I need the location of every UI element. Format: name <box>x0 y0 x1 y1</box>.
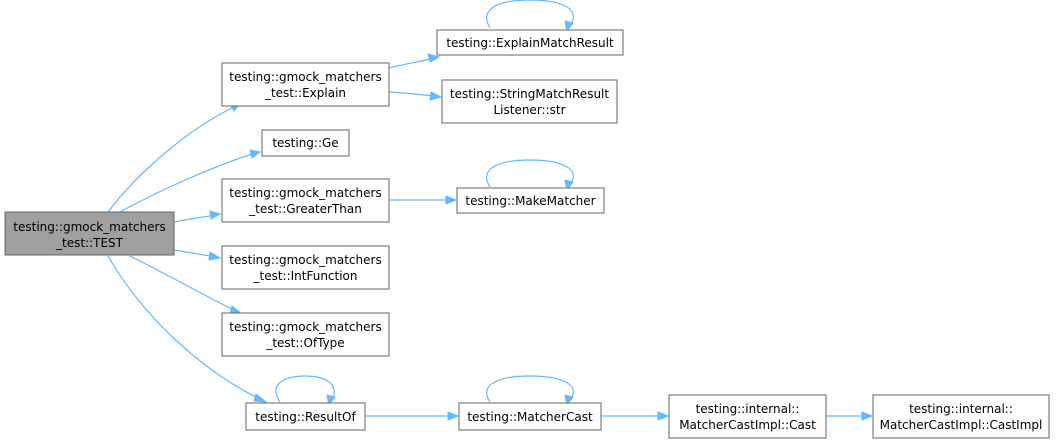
edge-test-oftype <box>129 255 235 311</box>
arrowhead <box>253 393 268 403</box>
node-matchercastimpl-cast[interactable]: testing::internal:: MatcherCastImpl::Cas… <box>668 394 827 439</box>
edge-test-resultof <box>107 255 259 399</box>
edge-test-greaterthan <box>173 215 211 223</box>
node-label: testing::internal:: <box>909 402 1013 416</box>
node-makematcher[interactable]: testing::MakeMatcher <box>456 187 605 214</box>
node-ge[interactable]: testing::Ge <box>261 129 350 157</box>
edge-test-explain <box>107 105 237 213</box>
self-loop-explainmatchresult <box>486 0 574 29</box>
edge-test-intfunction <box>173 249 211 257</box>
node-label: testing::gmock_matchers <box>229 70 381 84</box>
node-explainmatchresult[interactable]: testing::ExplainMatchResult <box>436 29 624 56</box>
self-loop-matchercast <box>486 375 574 403</box>
arrowhead <box>429 91 443 101</box>
node-oftype[interactable]: testing::gmock_matchers _test::OfType <box>221 312 390 357</box>
node-label: testing::internal:: <box>696 402 800 416</box>
node-label: testing::ResultOf <box>255 410 356 424</box>
arrowhead <box>861 411 874 421</box>
node-label: testing::MatcherCast <box>467 410 593 424</box>
arrowhead <box>564 20 574 33</box>
node-label: testing::gmock_matchers <box>13 220 165 234</box>
self-loop-makematcher <box>486 159 574 188</box>
node-matchercast[interactable]: testing::MatcherCast <box>458 402 602 431</box>
node-intfunction[interactable]: testing::gmock_matchers _test::IntFuncti… <box>221 245 390 290</box>
node-label: testing::Ge <box>272 136 338 150</box>
edge-explain-stringlistener <box>388 91 433 97</box>
node-label: testing::gmock_matchers <box>229 186 381 200</box>
node-greaterthan[interactable]: testing::gmock_matchers _test::GreaterTh… <box>221 178 390 223</box>
edge-test-ge <box>119 153 253 213</box>
node-matchercastimpl-castimpl[interactable]: testing::internal:: MatcherCastImpl::Cas… <box>872 394 1050 439</box>
edges <box>107 0 874 421</box>
node-label: testing::gmock_matchers <box>229 253 381 267</box>
node-label: MatcherCastImpl::CastImpl <box>880 418 1043 432</box>
node-label: testing::MakeMatcher <box>465 194 595 208</box>
self-loop-resultof <box>275 375 335 403</box>
node-label: testing::gmock_matchers <box>229 320 381 334</box>
node-label: _test::TEST <box>55 236 124 250</box>
node-resultof[interactable]: testing::ResultOf <box>245 402 366 431</box>
node-label: _test::OfType <box>265 336 344 350</box>
node-label: _test::Explain <box>264 86 346 100</box>
node-test[interactable]: testing::gmock_matchers _test::TEST <box>4 211 175 256</box>
node-explain[interactable]: testing::gmock_matchers _test::Explain <box>221 62 390 107</box>
arrowhead <box>209 210 222 220</box>
arrowhead <box>427 53 441 63</box>
node-label: Listener::str <box>493 103 565 117</box>
node-label: testing::ExplainMatchResult <box>446 36 614 50</box>
arrowhead <box>657 411 670 421</box>
arrowhead <box>249 149 262 159</box>
arrowhead <box>445 195 458 205</box>
arrowhead <box>447 411 460 421</box>
edge-explain-explainmatchresult <box>388 58 431 69</box>
node-label: MatcherCastImpl::Cast <box>679 418 816 432</box>
node-label: testing::StringMatchResult <box>450 87 609 101</box>
node-label: _test::IntFunction <box>252 269 357 283</box>
node-label: _test::GreaterThan <box>248 202 362 216</box>
arrowhead <box>208 251 222 261</box>
node-stringmatchresultlistener-str[interactable]: testing::StringMatchResult Listener::str <box>441 79 618 124</box>
